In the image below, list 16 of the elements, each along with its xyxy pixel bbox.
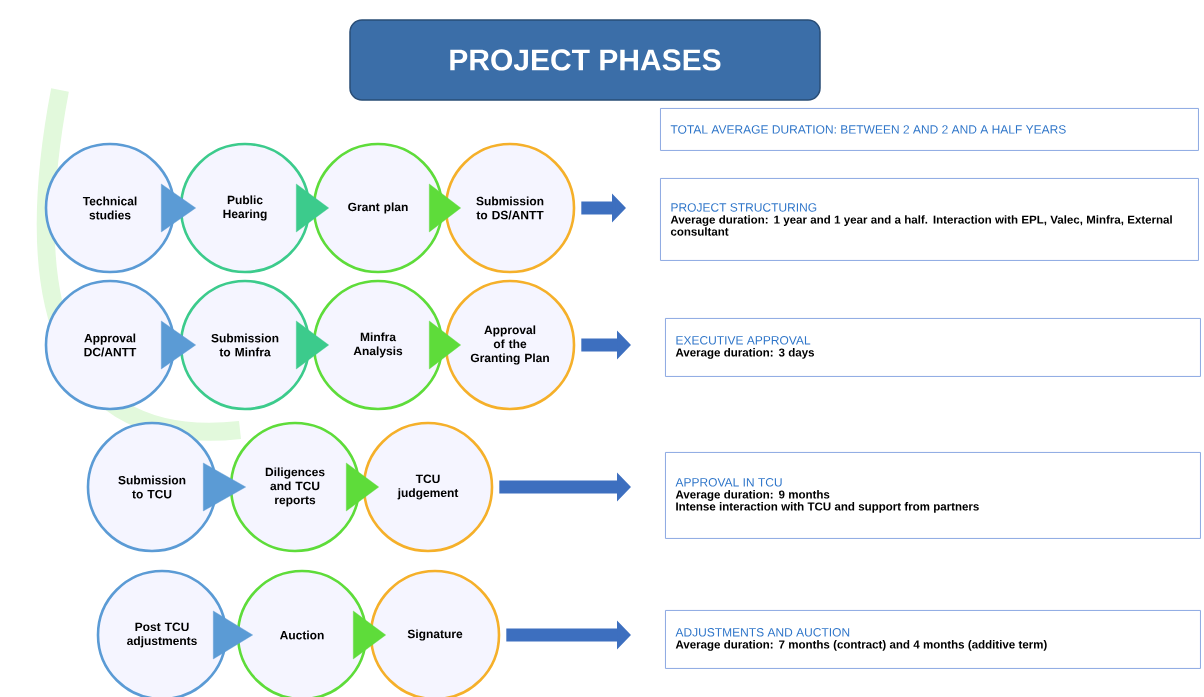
chevron-pointer: [353, 610, 386, 660]
chevron-pointer: [161, 320, 196, 370]
info-box: EXECUTIVE APPROVAL Average duration: 3 days: [665, 318, 1201, 377]
chevron-pointer: [161, 183, 196, 233]
chevron-pointer: [296, 320, 329, 370]
info-box: PROJECT STRUCTURING Average duration: 1 year and 1 year and a half. Interaction with EPL, Valec, Minfra, External consultant: [660, 178, 1199, 261]
chevron-pointer: [296, 183, 329, 233]
chevron-pointer: [213, 610, 253, 660]
info-box: APPROVAL IN TCU Average duration: 9 months Intense interaction with TCU and support from partners: [665, 452, 1201, 539]
info-box: ADJUSTMENTS AND AUCTION Average duration: 7 months (contract) and 4 months (additive term): [665, 610, 1201, 669]
chevron-pointer: [346, 462, 379, 512]
title-banner: PROJECT PHASES: [349, 19, 821, 101]
chevron-pointer: [429, 320, 461, 370]
chevron-pointer: [203, 462, 246, 512]
chevron-pointer: [429, 183, 461, 233]
info-box: TOTAL AVERAGE DURATION: BETWEEN 2 AND 2 AND A HALF YEARS: [660, 108, 1199, 151]
